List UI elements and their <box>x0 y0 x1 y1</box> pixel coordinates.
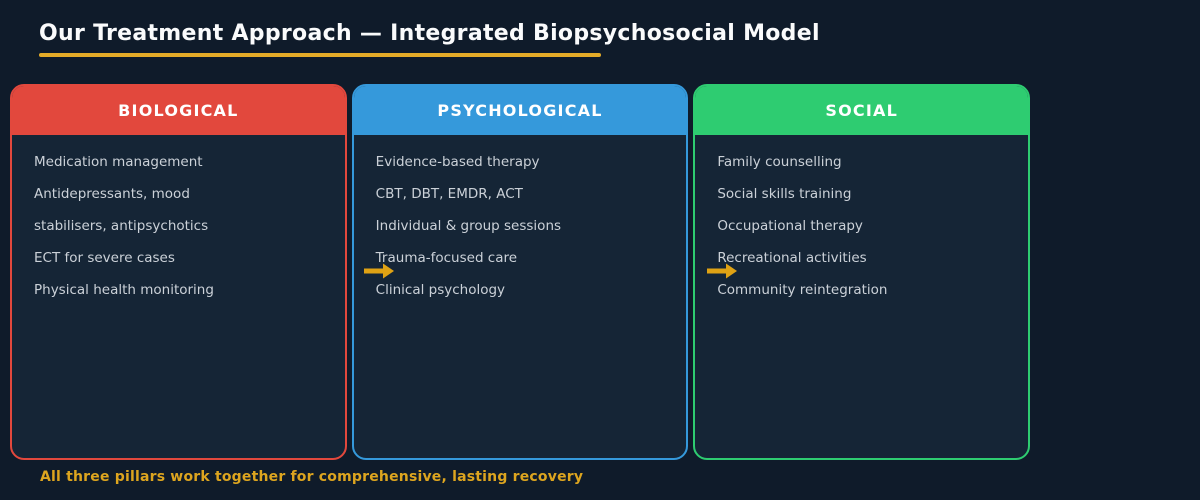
list-item: stabilisers, antipsychotics <box>34 218 209 234</box>
pillars-row: BIOLOGICAL Medication management Antidep… <box>10 84 1031 460</box>
list-item: Clinical psychology <box>375 282 506 298</box>
list-item: CBT, DBT, EMDR, ACT <box>375 186 523 202</box>
list-item: Evidence-based therapy <box>375 154 540 170</box>
pillar-psychological-header: PSYCHOLOGICAL <box>353 86 687 135</box>
pillar-biological-header: BIOLOGICAL <box>12 86 345 135</box>
list-item: Medication management <box>34 154 203 170</box>
list-item: Community reintegration <box>717 282 888 298</box>
list-item: Occupational therapy <box>717 218 863 234</box>
pillar-psychological: PSYCHOLOGICAL Evidence-based therapy CBT… <box>351 84 689 460</box>
title-underline <box>39 53 601 57</box>
list-item: Social skills training <box>717 186 852 202</box>
right-arrow-icon <box>364 263 394 279</box>
right-arrow-icon <box>707 263 737 279</box>
list-item: Trauma-focused care <box>375 250 518 266</box>
list-item: Antidepressants, mood <box>34 186 190 202</box>
pillar-psychological-body: Evidence-based therapy CBT, DBT, EMDR, A… <box>354 135 687 306</box>
pillar-biological-body: Medication management Antidepressants, m… <box>12 135 345 306</box>
pillar-social-header: SOCIAL <box>695 86 1029 135</box>
pillar-social-body: Family counselling Social skills trainin… <box>695 135 1028 306</box>
list-item: Family counselling <box>717 154 842 170</box>
page-title: Our Treatment Approach — Integrated Biop… <box>39 21 820 46</box>
list-item: Physical health monitoring <box>34 282 214 298</box>
list-item: Individual & group sessions <box>375 218 562 234</box>
list-item: ECT for severe cases <box>34 250 175 266</box>
footer-note: All three pillars work together for comp… <box>40 469 584 485</box>
pillar-biological: BIOLOGICAL Medication management Antidep… <box>10 84 347 460</box>
list-item: Recreational activities <box>717 250 867 266</box>
pillar-social: SOCIAL Family counselling Social skills … <box>693 84 1031 460</box>
